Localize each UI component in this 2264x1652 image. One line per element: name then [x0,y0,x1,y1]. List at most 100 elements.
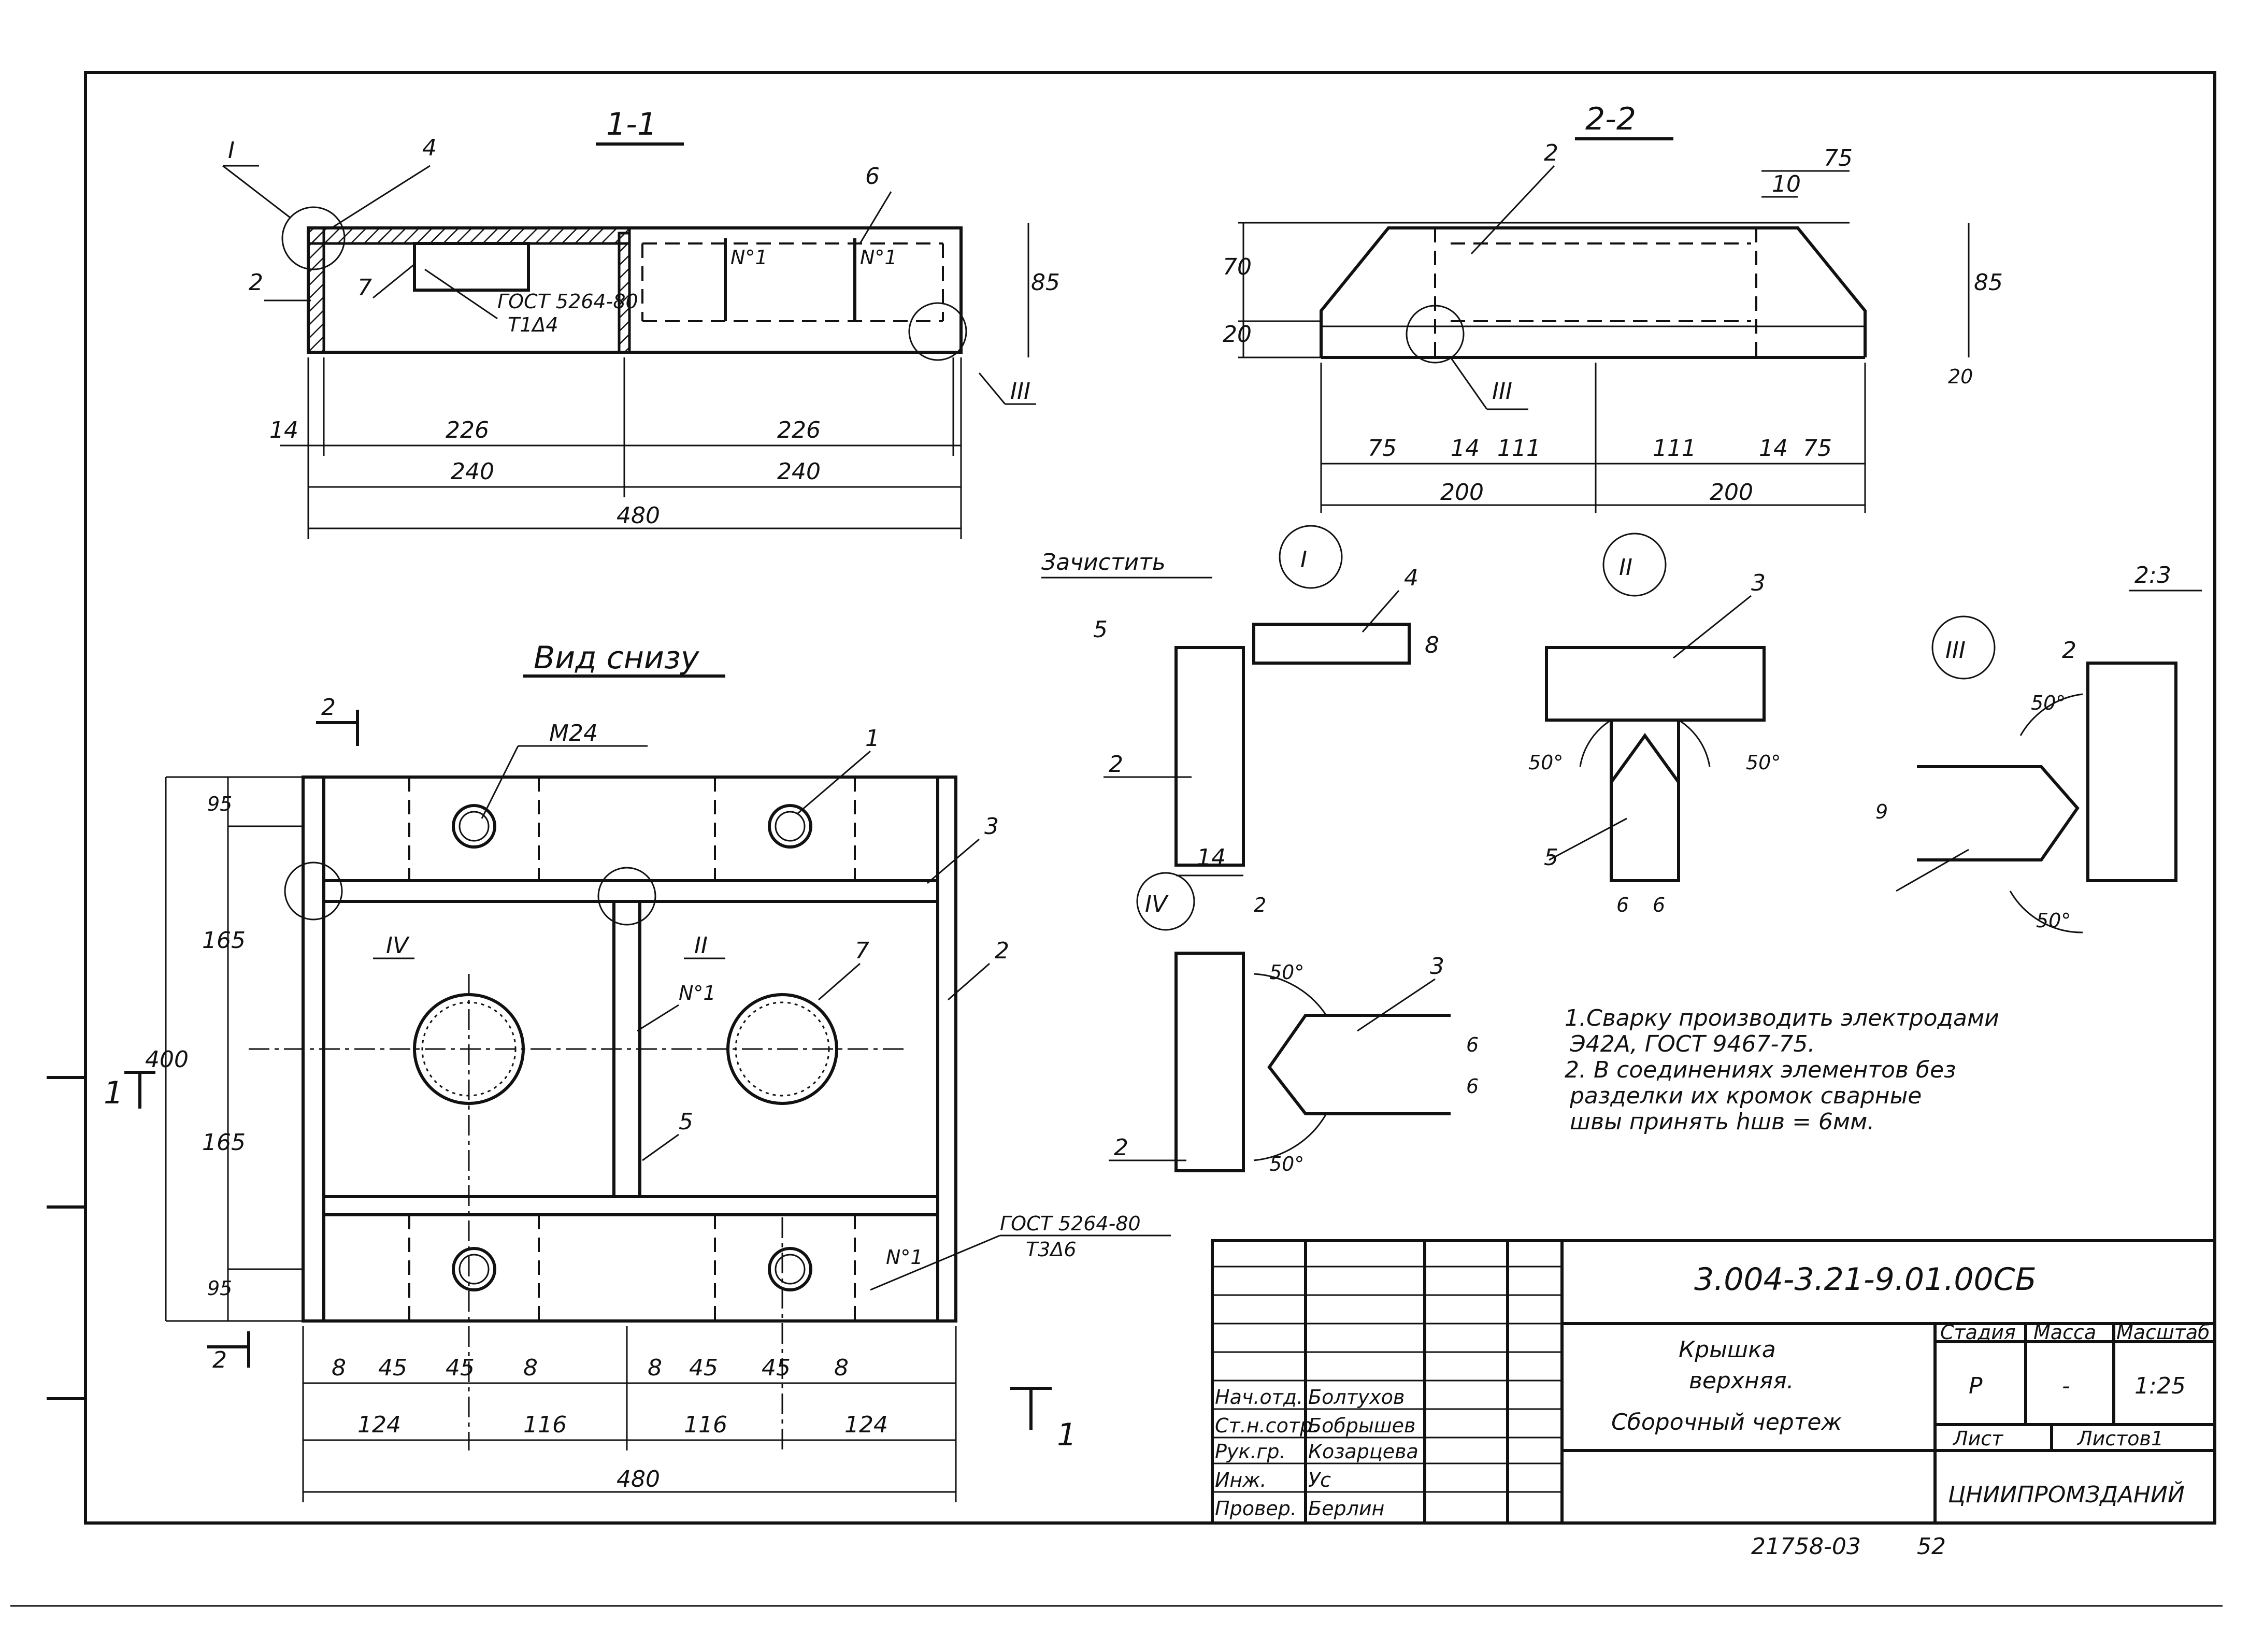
m24-label: M24 [549,720,598,746]
svg-text:9: 9 [1875,800,1888,823]
svg-text:2: 2 [1254,894,1266,916]
mass-value: - [2062,1373,2070,1399]
section-2-2-title: 2-2 [1585,101,1636,137]
svg-text:75: 75 [1803,435,1832,462]
svg-text:50°: 50° [2031,692,2066,714]
plate-4-hatch [307,226,631,245]
svg-text:Ст.н.сотр.: Ст.н.сотр. [1215,1414,1319,1437]
svg-text:N°1: N°1 [730,246,768,269]
scale-value: 1:25 [2134,1373,2186,1399]
svg-text:5: 5 [1093,616,1108,643]
svg-text:124: 124 [357,1412,401,1438]
part-name: Крышка [1679,1337,1776,1363]
svg-text:Инж.: Инж. [1215,1469,1267,1491]
ref-4: 4 [422,135,437,161]
plate-2-hatch [307,226,325,354]
svg-text:Масштаб: Масштаб [2116,1321,2210,1344]
svg-text:III: III [1492,378,1512,405]
svg-text:6: 6 [1466,1075,1479,1098]
detail-I-marker [281,206,346,270]
svg-text:7: 7 [855,938,869,964]
svg-text:Масса: Масса [2033,1321,2096,1344]
svg-text:14: 14 [1759,435,1788,462]
svg-text:8: 8 [648,1355,662,1381]
svg-text:8: 8 [332,1355,346,1381]
svg-text:75: 75 [1368,435,1397,462]
svg-text:5: 5 [679,1109,693,1135]
detail-III-marker-2 [1406,305,1465,364]
organization: ЦНИИПРОМЗДАНИЙ [1948,1481,2185,1508]
svg-text:N°1: N°1 [860,246,897,269]
detail-IV-callout [1136,872,1195,931]
archive-number: 21758-03 [1751,1533,1861,1560]
svg-text:6: 6 [1653,894,1665,916]
bolt-hole [452,804,496,849]
svg-text:II: II [1619,554,1632,581]
section-2-2: 2-2 2 III 70 20 85 20 75 10 75 [1223,101,2003,513]
svg-text:14: 14 [1197,844,1226,871]
note-line: швы принять hшв = 6мм. [1570,1109,1874,1135]
svg-text:226: 226 [446,417,489,443]
weld-details: Зачистить I 4 2 14 5 8 II 3 5 50° 50° 6 … [1041,525,2202,1175]
svg-text:45: 45 [689,1355,718,1381]
svg-text:5: 5 [1544,844,1558,871]
svg-text:1: 1 [865,725,880,752]
detail-IV-marker [284,861,343,921]
svg-text:Бобрышев: Бобрышев [1308,1414,1415,1437]
bolt-hole [768,1247,812,1291]
svg-text:400: 400 [145,1046,189,1073]
svg-text:480: 480 [617,502,660,529]
note-line: 1.Сварку производить электродами [1565,1005,1999,1031]
svg-text:8: 8 [523,1355,538,1381]
note-line: разделки их кромок сварные [1569,1083,1922,1109]
section-1-1: 1-1 I 4 6 2 7 ГОСТ 5264-80 Т1Δ4 N°1 N°1 [222,106,1060,539]
svg-text:45: 45 [378,1355,407,1381]
svg-text:верхняя.: верхняя. [1689,1368,1794,1394]
note-line: 2. В соединениях элементов без [1565,1057,1956,1083]
ref-2a: 2 [249,269,263,296]
svg-text:111: 111 [1497,435,1541,462]
svg-text:2: 2 [1109,751,1123,778]
svg-text:6: 6 [1616,894,1629,916]
bottom-view-title: Вид снизу [534,640,700,676]
svg-text:Берлин: Берлин [1308,1497,1384,1520]
svg-text:20: 20 [1223,321,1252,348]
svg-text:50°: 50° [1269,961,1304,984]
note-line: Э42А, ГОСТ 9467-75. [1569,1031,1815,1057]
svg-text:75: 75 [1824,145,1853,171]
ref-2b: 2 [1544,140,1558,166]
svg-text:10: 10 [1772,171,1801,197]
svg-text:III: III [1945,637,1966,664]
drawing-type: Сборочный чертеж [1611,1409,1842,1435]
gost-note-b: ГОСТ 5264-80 [1000,1212,1141,1235]
ref-III: III [1010,378,1030,405]
svg-text:3: 3 [1751,570,1766,596]
svg-text:14: 14 [1451,435,1480,462]
svg-text:4: 4 [1404,565,1418,591]
detail-III-marker [908,302,967,361]
svg-text:3: 3 [984,813,999,840]
svg-text:124: 124 [844,1412,888,1438]
svg-text:226: 226 [777,417,821,443]
detail-II-marker [597,867,656,926]
bolt-hole [452,1247,496,1291]
svg-text:N°1: N°1 [679,982,716,1004]
sheet-frame [84,71,2216,1525]
svg-text:I: I [1300,547,1307,573]
svg-text:Болтухов: Болтухов [1308,1386,1405,1409]
technical-notes: 1.Сварку производить электродами Э42А, Г… [1565,1005,1999,1135]
svg-text:240: 240 [777,458,821,485]
svg-text:3: 3 [1430,953,1444,980]
gost-note-a2: Т1Δ4 [508,313,558,336]
svg-text:165: 165 [202,927,246,954]
svg-text:50°: 50° [2036,909,2071,932]
svg-text:480: 480 [617,1466,660,1492]
svg-text:Стадия: Стадия [1940,1321,2016,1344]
svg-text:II: II [694,932,708,959]
title-block: 3.004-3.21-9.01.00СБ Крышка верхняя. Сбо… [1211,1239,2216,1525]
section-1-1-title: 1-1 [606,106,657,142]
svg-text:50°: 50° [1746,751,1781,774]
svg-text:240: 240 [451,458,494,485]
svg-text:8: 8 [1425,632,1439,658]
svg-text:Ус: Ус [1308,1469,1331,1491]
